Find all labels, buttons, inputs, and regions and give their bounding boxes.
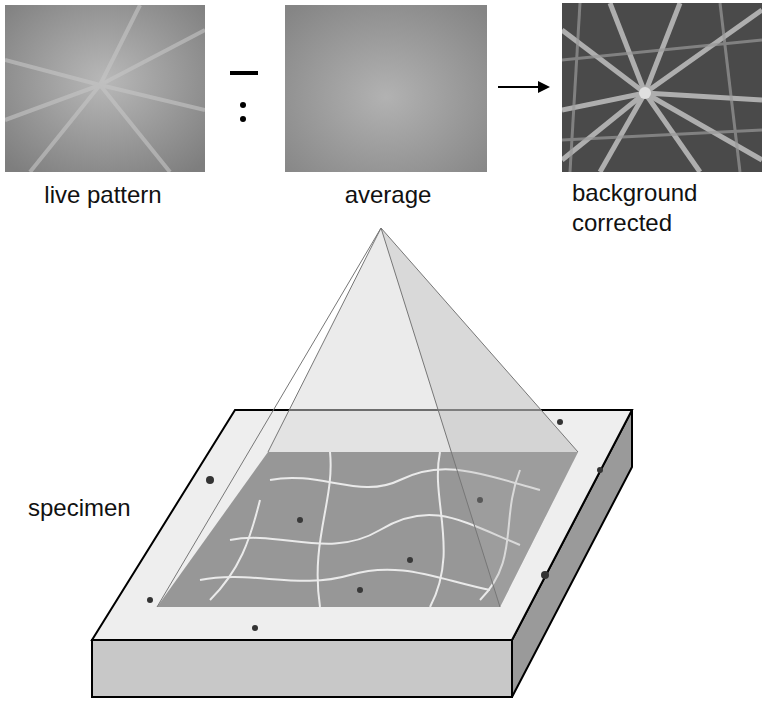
image-caption: live pattern [44,180,161,210]
operator-symbol [230,71,258,122]
average-image [285,5,487,172]
image-caption: background corrected [572,178,752,238]
result-arrow [498,81,550,93]
live-pattern-image [5,5,205,172]
corrected-pattern-image [562,3,762,172]
beam-pyramid [157,228,578,607]
image-caption: average [345,180,432,210]
part-label: specimen [28,493,131,523]
